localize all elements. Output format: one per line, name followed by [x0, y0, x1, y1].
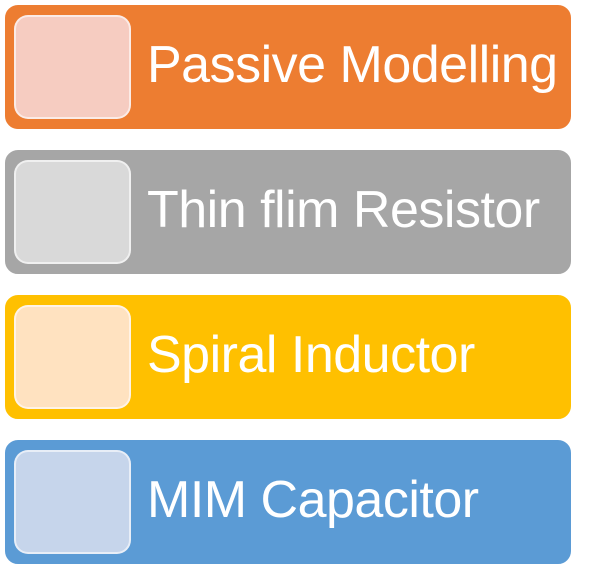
banner-thin-film-resistor: Thin flim Resistor: [2, 147, 574, 277]
banner-label: Spiral Inductor: [147, 326, 475, 384]
banner-label: Passive Modelling: [147, 36, 558, 94]
banner-spiral-inductor: Spiral Inductor: [2, 292, 574, 422]
banner-passive-modelling: Passive Modelling: [2, 2, 574, 132]
banner-swatch-icon: [14, 160, 131, 264]
banner-swatch-icon: [14, 450, 131, 554]
banner-swatch-icon: [14, 305, 131, 409]
banner-swatch-icon: [14, 15, 131, 119]
banner-label: MIM Capacitor: [147, 471, 479, 529]
banner-mim-capacitor: MIM Capacitor: [2, 437, 574, 567]
banner-label: Thin flim Resistor: [147, 181, 540, 239]
